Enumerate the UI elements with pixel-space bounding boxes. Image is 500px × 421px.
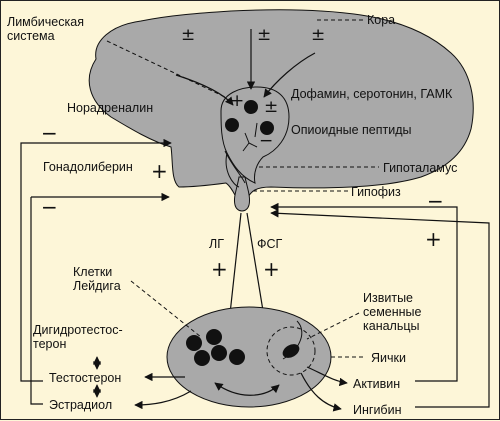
label-activin: Активин	[353, 377, 401, 391]
neuron-dot	[244, 100, 258, 114]
label-leydig: Клетки Лейдига	[73, 265, 121, 293]
arrow-lh	[225, 212, 242, 324]
sertoli-arrow	[282, 320, 303, 360]
testis-shape	[166, 306, 332, 408]
feedback-inhibin	[270, 209, 490, 408]
sign-minus-low-left: −	[41, 195, 58, 219]
label-fsh: ФСГ	[257, 237, 283, 251]
label-tubules: Извитые семенные канальцы	[363, 291, 422, 333]
label-hypophysis: Гипофиз	[351, 185, 401, 199]
label-limbic-system: Лимбическая система	[7, 15, 84, 43]
arrow-estradiol	[134, 390, 192, 410]
label-dopamine: Дофамин, серотонин, ГАМК	[291, 87, 453, 101]
sign-pm-left: ±	[181, 25, 196, 45]
arrow-inhibin	[300, 372, 342, 412]
sign-nucleus-minus: −	[259, 131, 274, 151]
label-testosterone: Тестостерон	[49, 371, 122, 385]
sign-minus-top-left: −	[41, 121, 58, 145]
arrow-fsh	[246, 212, 268, 324]
feedback-activin	[270, 202, 458, 382]
label-cortex: Кора	[367, 13, 396, 27]
label-testis: Яички	[371, 351, 406, 365]
leydig-cell	[186, 335, 202, 351]
leader-leydig	[130, 280, 202, 338]
feedback-lower-left	[30, 197, 169, 405]
sign-plus-lh: +	[211, 257, 228, 281]
sign-plus-fsh: +	[263, 257, 280, 281]
sign-pm-right: ±	[311, 25, 326, 45]
gonadoliberin-arrow	[225, 152, 240, 188]
label-opioid: Опиоидные пептиды	[291, 123, 412, 137]
inner-arrow	[214, 382, 280, 396]
sign-nucleus-plus: +	[230, 91, 245, 111]
sertoli-cell	[282, 344, 300, 358]
sign-plus-right: +	[425, 227, 442, 251]
arrow-activin	[306, 366, 348, 387]
label-inhibin: Ингибин	[353, 403, 402, 417]
neuron-dot	[260, 121, 274, 135]
neuron-dot	[225, 118, 239, 132]
feedback-upper-left	[20, 138, 172, 382]
sign-nucleus-pm: ±	[264, 97, 279, 117]
pituitary-shape	[234, 176, 250, 212]
sign-pm-mid: ±	[257, 25, 272, 45]
leydig-cell	[211, 345, 227, 361]
sign-minus-right: −	[427, 189, 444, 213]
label-gonadoliberin: Гонадолиберин	[43, 160, 133, 174]
leader-tubules	[306, 312, 360, 340]
leydig-cell	[206, 329, 222, 345]
leader-limbic	[106, 40, 226, 98]
leydig-cell	[194, 350, 210, 366]
label-estradiol: Эстрадиол	[49, 398, 113, 412]
neuron-branches	[242, 122, 258, 152]
label-dht: Дигидротестос- терон	[33, 323, 123, 351]
label-noradrenaline: Норадреналин	[67, 101, 154, 115]
tubule-outline	[266, 326, 316, 376]
label-lh: ЛГ	[209, 237, 224, 251]
leydig-cell	[229, 349, 245, 365]
sign-plus-gonadoliberin: +	[151, 159, 168, 183]
label-hypothalamus: Гипоталамус	[383, 161, 458, 175]
arrow-cortex-right	[263, 52, 316, 98]
